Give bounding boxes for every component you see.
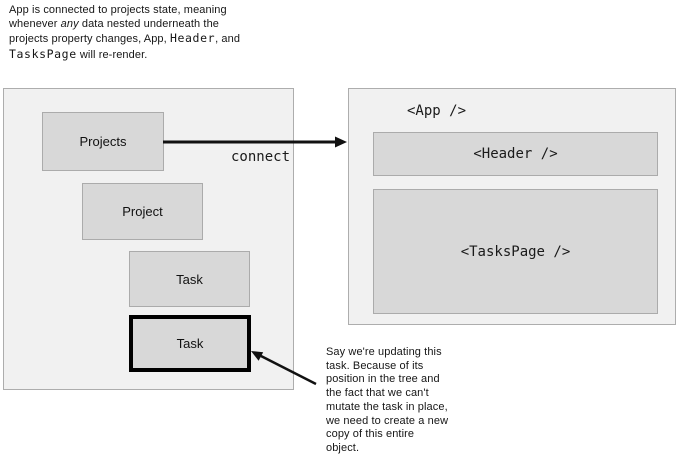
caption-segment: will re-render. (76, 48, 148, 61)
caption-segment: Header (169, 31, 216, 46)
connect-arrow-label: connect (231, 149, 291, 165)
state-node-task: Task (129, 251, 250, 307)
state-node-projects-label: Projects (79, 134, 127, 149)
component-tree-panel: <App /> <Header /> <TasksPage /> (348, 88, 676, 325)
app-component-label: <App /> (407, 103, 467, 119)
state-node-task-highlighted: Task (129, 315, 251, 372)
state-node-task-label: Task (176, 271, 203, 287)
header-component-box: <Header /> (373, 132, 658, 176)
caption-segment: any (60, 18, 79, 31)
caption-segment: , and (215, 33, 241, 46)
caption-segment: App is connected to projects state, mean… (9, 4, 227, 31)
state-node-projects: Projects (42, 112, 164, 171)
header-component-label: <Header /> (473, 146, 558, 162)
state-node-project-label: Project (122, 204, 163, 219)
caption-top: App is connected to projects state, mean… (9, 3, 269, 62)
caption-segment: TasksPage (9, 46, 77, 61)
caption-bottom: Say we're updating this task. Because of… (326, 346, 449, 454)
state-node-project: Project (82, 183, 203, 240)
state-node-task-highlighted-label: Task (176, 336, 204, 351)
taskspage-component-label: <TasksPage /> (460, 243, 571, 260)
taskspage-component-box: <TasksPage /> (373, 189, 658, 314)
caption-segment: data nested underneath the projects prop… (9, 18, 220, 46)
state-tree-panel: Projects Project Task Task (3, 88, 294, 390)
